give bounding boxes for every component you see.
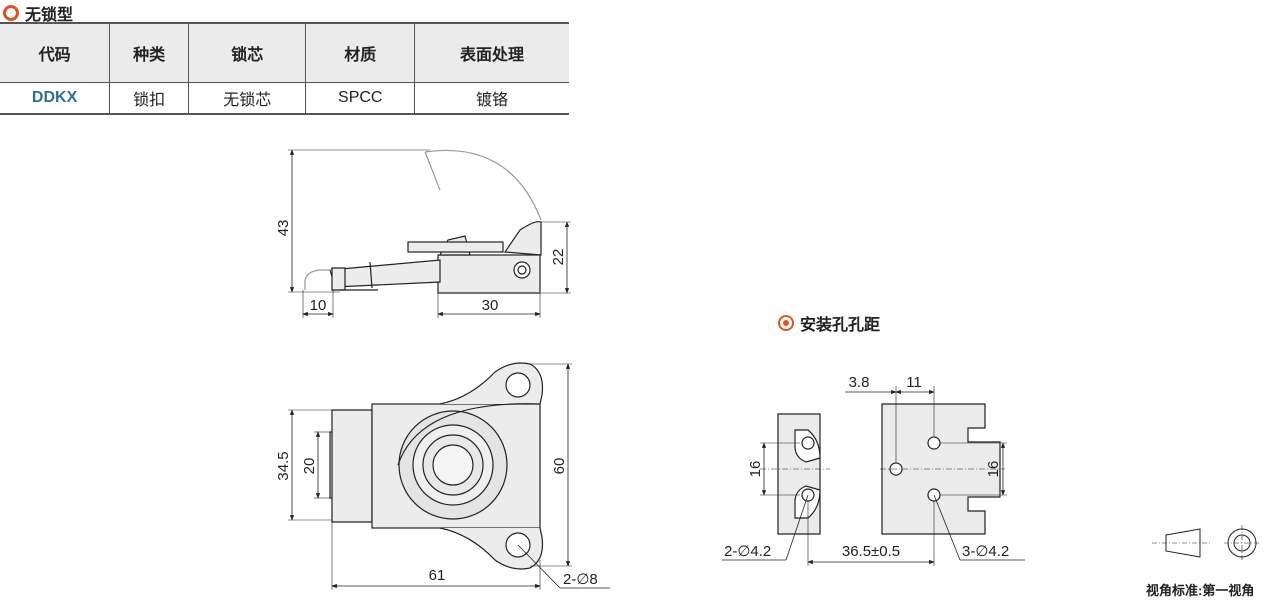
dim-hook-10: 10 <box>310 297 327 314</box>
dim-inner-20: 20 <box>301 458 318 475</box>
dim-mount-left-16: 16 <box>747 461 764 478</box>
dim-mount-3-8: 3.8 <box>849 374 870 391</box>
dim-mount-11: 11 <box>906 374 922 391</box>
dim-mount-left-holes: 2-∅4.2 <box>724 543 771 560</box>
view-standard-note: 视角标准:第一视角 <box>1146 583 1255 598</box>
section-title-mounting: 安装孔孔距 <box>778 311 880 335</box>
dim-height-43: 43 <box>275 220 292 237</box>
side-view-drawing <box>288 149 571 318</box>
section-title-text: 无锁型 <box>25 7 74 24</box>
mounting-hole-drawing <box>722 386 1025 566</box>
header-material: 材质 <box>305 22 416 83</box>
header-code: 代码 <box>0 22 111 83</box>
header-type: 种类 <box>109 22 190 83</box>
dim-height-22: 22 <box>550 249 567 266</box>
table-header-row: 代码 种类 锁芯 材质 表面处理 <box>0 22 569 83</box>
circle-bullet-icon <box>3 5 19 21</box>
dim-mount-right-16: 16 <box>985 461 1002 478</box>
section-title-text: 安装孔孔距 <box>800 317 881 334</box>
dim-length-61: 61 <box>429 567 446 584</box>
first-angle-projection-icon <box>1152 525 1260 561</box>
dim-outer-34-5: 34.5 <box>275 451 292 480</box>
cell-surface: 镀铬 <box>414 82 569 115</box>
header-lock-core: 锁芯 <box>188 22 307 83</box>
dim-base-30: 30 <box>482 297 499 314</box>
section-title-no-lock: 无锁型 <box>3 1 73 25</box>
header-surface: 表面处理 <box>414 22 569 83</box>
dim-total-60: 60 <box>551 458 568 475</box>
cell-material: SPCC <box>305 82 416 115</box>
cell-lock-core: 无锁芯 <box>188 82 307 115</box>
target-bullet-icon <box>778 315 794 331</box>
dim-mount-spacing: 36.5±0.5 <box>842 543 900 560</box>
spec-table: 代码 种类 锁芯 材质 表面处理 DDKX 锁扣 无锁芯 SPCC 镀铬 <box>0 22 569 115</box>
cell-code[interactable]: DDKX <box>0 82 111 115</box>
table-row: DDKX 锁扣 无锁芯 SPCC 镀铬 <box>0 82 569 115</box>
dim-mount-right-holes: 3-∅4.2 <box>962 543 1009 560</box>
cell-type: 锁扣 <box>109 82 190 115</box>
dim-holes-8: 2-∅8 <box>563 571 598 588</box>
top-view-drawing <box>288 362 610 590</box>
